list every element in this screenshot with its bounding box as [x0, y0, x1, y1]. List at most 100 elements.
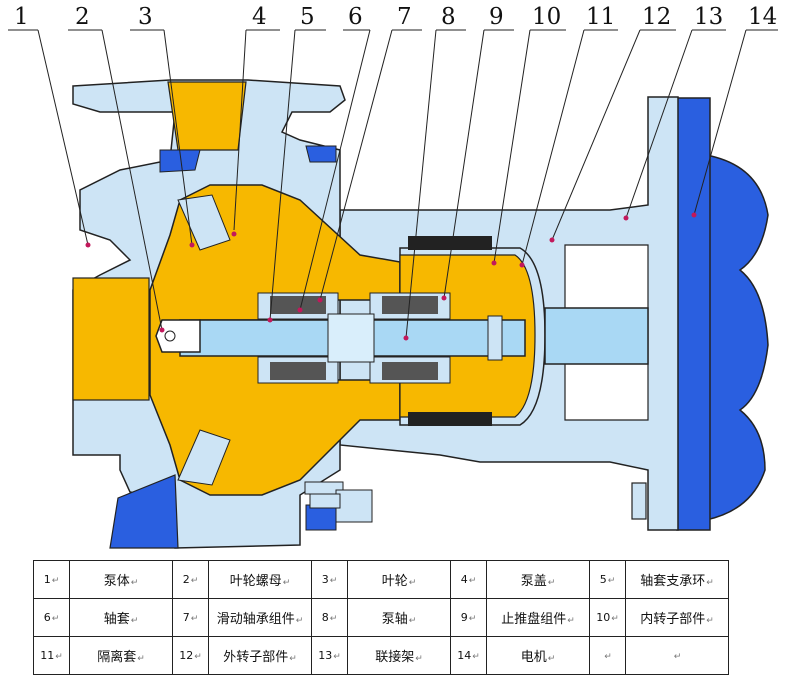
paragraph-mark: ↵ — [547, 578, 556, 588]
paragraph-mark: ↵ — [329, 614, 338, 624]
paragraph-mark: ↵ — [547, 654, 556, 664]
callout-1: 1 — [14, 4, 29, 30]
legend-part-name: 电机↵ — [486, 636, 590, 675]
legend-row: 11↵隔离套↵12↵外转子部件↵13↵联接架↵14↵电机↵↵↵ — [33, 636, 729, 675]
callout-11: 11 — [586, 4, 615, 30]
part-number-text: 6 — [43, 611, 51, 624]
callout-13: 13 — [694, 4, 723, 30]
legend-part-name: 联接架↵ — [347, 636, 451, 675]
part-name-text: 叶轮 — [381, 574, 408, 589]
part-name-text: 内转子部件 — [640, 612, 706, 627]
legend-part-number: 4↵ — [450, 560, 487, 599]
legend-part-number: 13↵ — [311, 636, 348, 675]
paragraph-mark: ↵ — [137, 654, 145, 664]
part-name-text: 轴套支承环 — [640, 574, 706, 589]
motor — [676, 97, 769, 531]
paragraph-mark: ↵ — [706, 616, 714, 626]
outer-magnet-bottom — [408, 412, 492, 426]
legend-part-name: 滑动轴承组件↵ — [208, 598, 312, 637]
part-name-text: 止推盘组件 — [501, 612, 567, 627]
legend-part-name: 轴套↵ — [69, 598, 173, 637]
callout-5: 5 — [300, 4, 315, 30]
part-name-text: 泵轴 — [381, 612, 408, 627]
legend-part-number: 7↵ — [172, 598, 209, 637]
part-number-text: 5 — [599, 573, 607, 586]
paragraph-mark: ↵ — [295, 616, 304, 626]
legend-part-name: 隔离套↵ — [69, 636, 173, 675]
paragraph-mark: ↵ — [190, 576, 199, 586]
part-name-text: 联接架 — [375, 650, 415, 665]
paragraph-mark: ↵ — [329, 576, 338, 586]
part-number-text: 2 — [182, 573, 190, 586]
legend-part-number: 1↵ — [33, 560, 70, 599]
parts-legend-table: 1↵泵体↵2↵叶轮螺母↵3↵叶轮↵4↵泵盖↵5↵轴套支承环↵6↵轴套↵7↵滑动轴… — [33, 560, 729, 675]
part-number-text: 10 — [596, 611, 611, 624]
callout-9: 9 — [489, 4, 504, 30]
callout-6: 6 — [348, 4, 363, 30]
callout-10: 10 — [532, 4, 561, 30]
legend-part-number: 8↵ — [311, 598, 348, 637]
paragraph-mark: ↵ — [194, 652, 202, 662]
legend-part-name: 泵体↵ — [69, 560, 173, 599]
paragraph-mark: ↵ — [607, 576, 616, 586]
legend-part-name: 泵盖↵ — [486, 560, 590, 599]
paragraph-mark: ↵ — [468, 614, 477, 624]
callout-numbers: 1 2 3 4 5 6 7 8 9 10 11 12 13 14 — [14, 4, 777, 30]
paragraph-mark: ↵ — [55, 652, 63, 662]
legend-part-number: 10↵ — [589, 598, 626, 637]
legend-row: 1↵泵体↵2↵叶轮螺母↵3↵叶轮↵4↵泵盖↵5↵轴套支承环↵ — [33, 560, 729, 599]
part-name-text: 隔离套 — [97, 650, 137, 665]
callout-2: 2 — [75, 4, 90, 30]
legend-row: 6↵轴套↵7↵滑动轴承组件↵8↵泵轴↵9↵止推盘组件↵10↵内转子部件↵ — [33, 598, 729, 637]
paragraph-mark: ↵ — [51, 576, 60, 586]
impeller-nut — [155, 319, 201, 353]
legend-part-number: 12↵ — [172, 636, 209, 675]
paragraph-mark: ↵ — [282, 578, 291, 588]
legend-part-number: 6↵ — [33, 598, 70, 637]
paragraph-mark: ↵ — [51, 614, 60, 624]
paragraph-mark: ↵ — [604, 652, 612, 662]
legend-part-number: ↵ — [589, 636, 626, 675]
legend-part-name: 叶轮↵ — [347, 560, 451, 599]
callout-4: 4 — [252, 4, 267, 30]
part-number-text: 9 — [460, 611, 468, 624]
part-number-text: 13 — [318, 649, 333, 662]
callout-8: 8 — [441, 4, 456, 30]
legend-part-number: 3↵ — [311, 560, 348, 599]
paragraph-mark: ↵ — [472, 652, 480, 662]
part-number-text: 14 — [457, 649, 472, 662]
part-name-text: 滑动轴承组件 — [216, 612, 295, 627]
paragraph-mark: ↵ — [415, 654, 423, 664]
part-number-text: 4 — [460, 573, 468, 586]
callout-7: 7 — [397, 4, 412, 30]
leader-lines — [8, 29, 778, 339]
legend-part-name: 泵轴↵ — [347, 598, 451, 637]
legend-part-name: 内转子部件↵ — [625, 598, 729, 637]
legend-part-name: 外转子部件↵ — [208, 636, 312, 675]
pump-cross-section-drawing: 1 2 3 4 5 6 7 8 9 10 11 12 13 14 — [8, 4, 778, 549]
part-name-text: 轴套 — [103, 612, 130, 627]
drain-bolt — [304, 481, 373, 523]
part-number-text: 7 — [182, 611, 190, 624]
part-name-text: 外转子部件 — [223, 650, 289, 665]
outer-magnet-top — [408, 236, 492, 250]
paragraph-mark: ↵ — [408, 578, 417, 588]
paragraph-mark: ↵ — [190, 614, 199, 624]
callout-3: 3 — [138, 4, 153, 30]
legend-part-name: 轴套支承环↵ — [625, 560, 729, 599]
paragraph-mark: ↵ — [130, 578, 139, 588]
part-number-text: 11 — [40, 649, 55, 662]
pump-shaft — [179, 307, 649, 365]
legend-part-name: 止推盘组件↵ — [486, 598, 590, 637]
paragraph-mark: ↵ — [333, 652, 341, 662]
part-name-text: 电机 — [520, 650, 547, 665]
paragraph-mark: ↵ — [408, 616, 417, 626]
part-number-text: 3 — [321, 573, 329, 586]
callout-12: 12 — [642, 4, 671, 30]
callout-14: 14 — [748, 4, 777, 30]
part-number-text: 1 — [43, 573, 51, 586]
part-name-text: 泵盖 — [520, 574, 547, 589]
paragraph-mark: ↵ — [673, 652, 682, 662]
legend-part-number: 9↵ — [450, 598, 487, 637]
bearing-assemblies — [257, 292, 451, 384]
